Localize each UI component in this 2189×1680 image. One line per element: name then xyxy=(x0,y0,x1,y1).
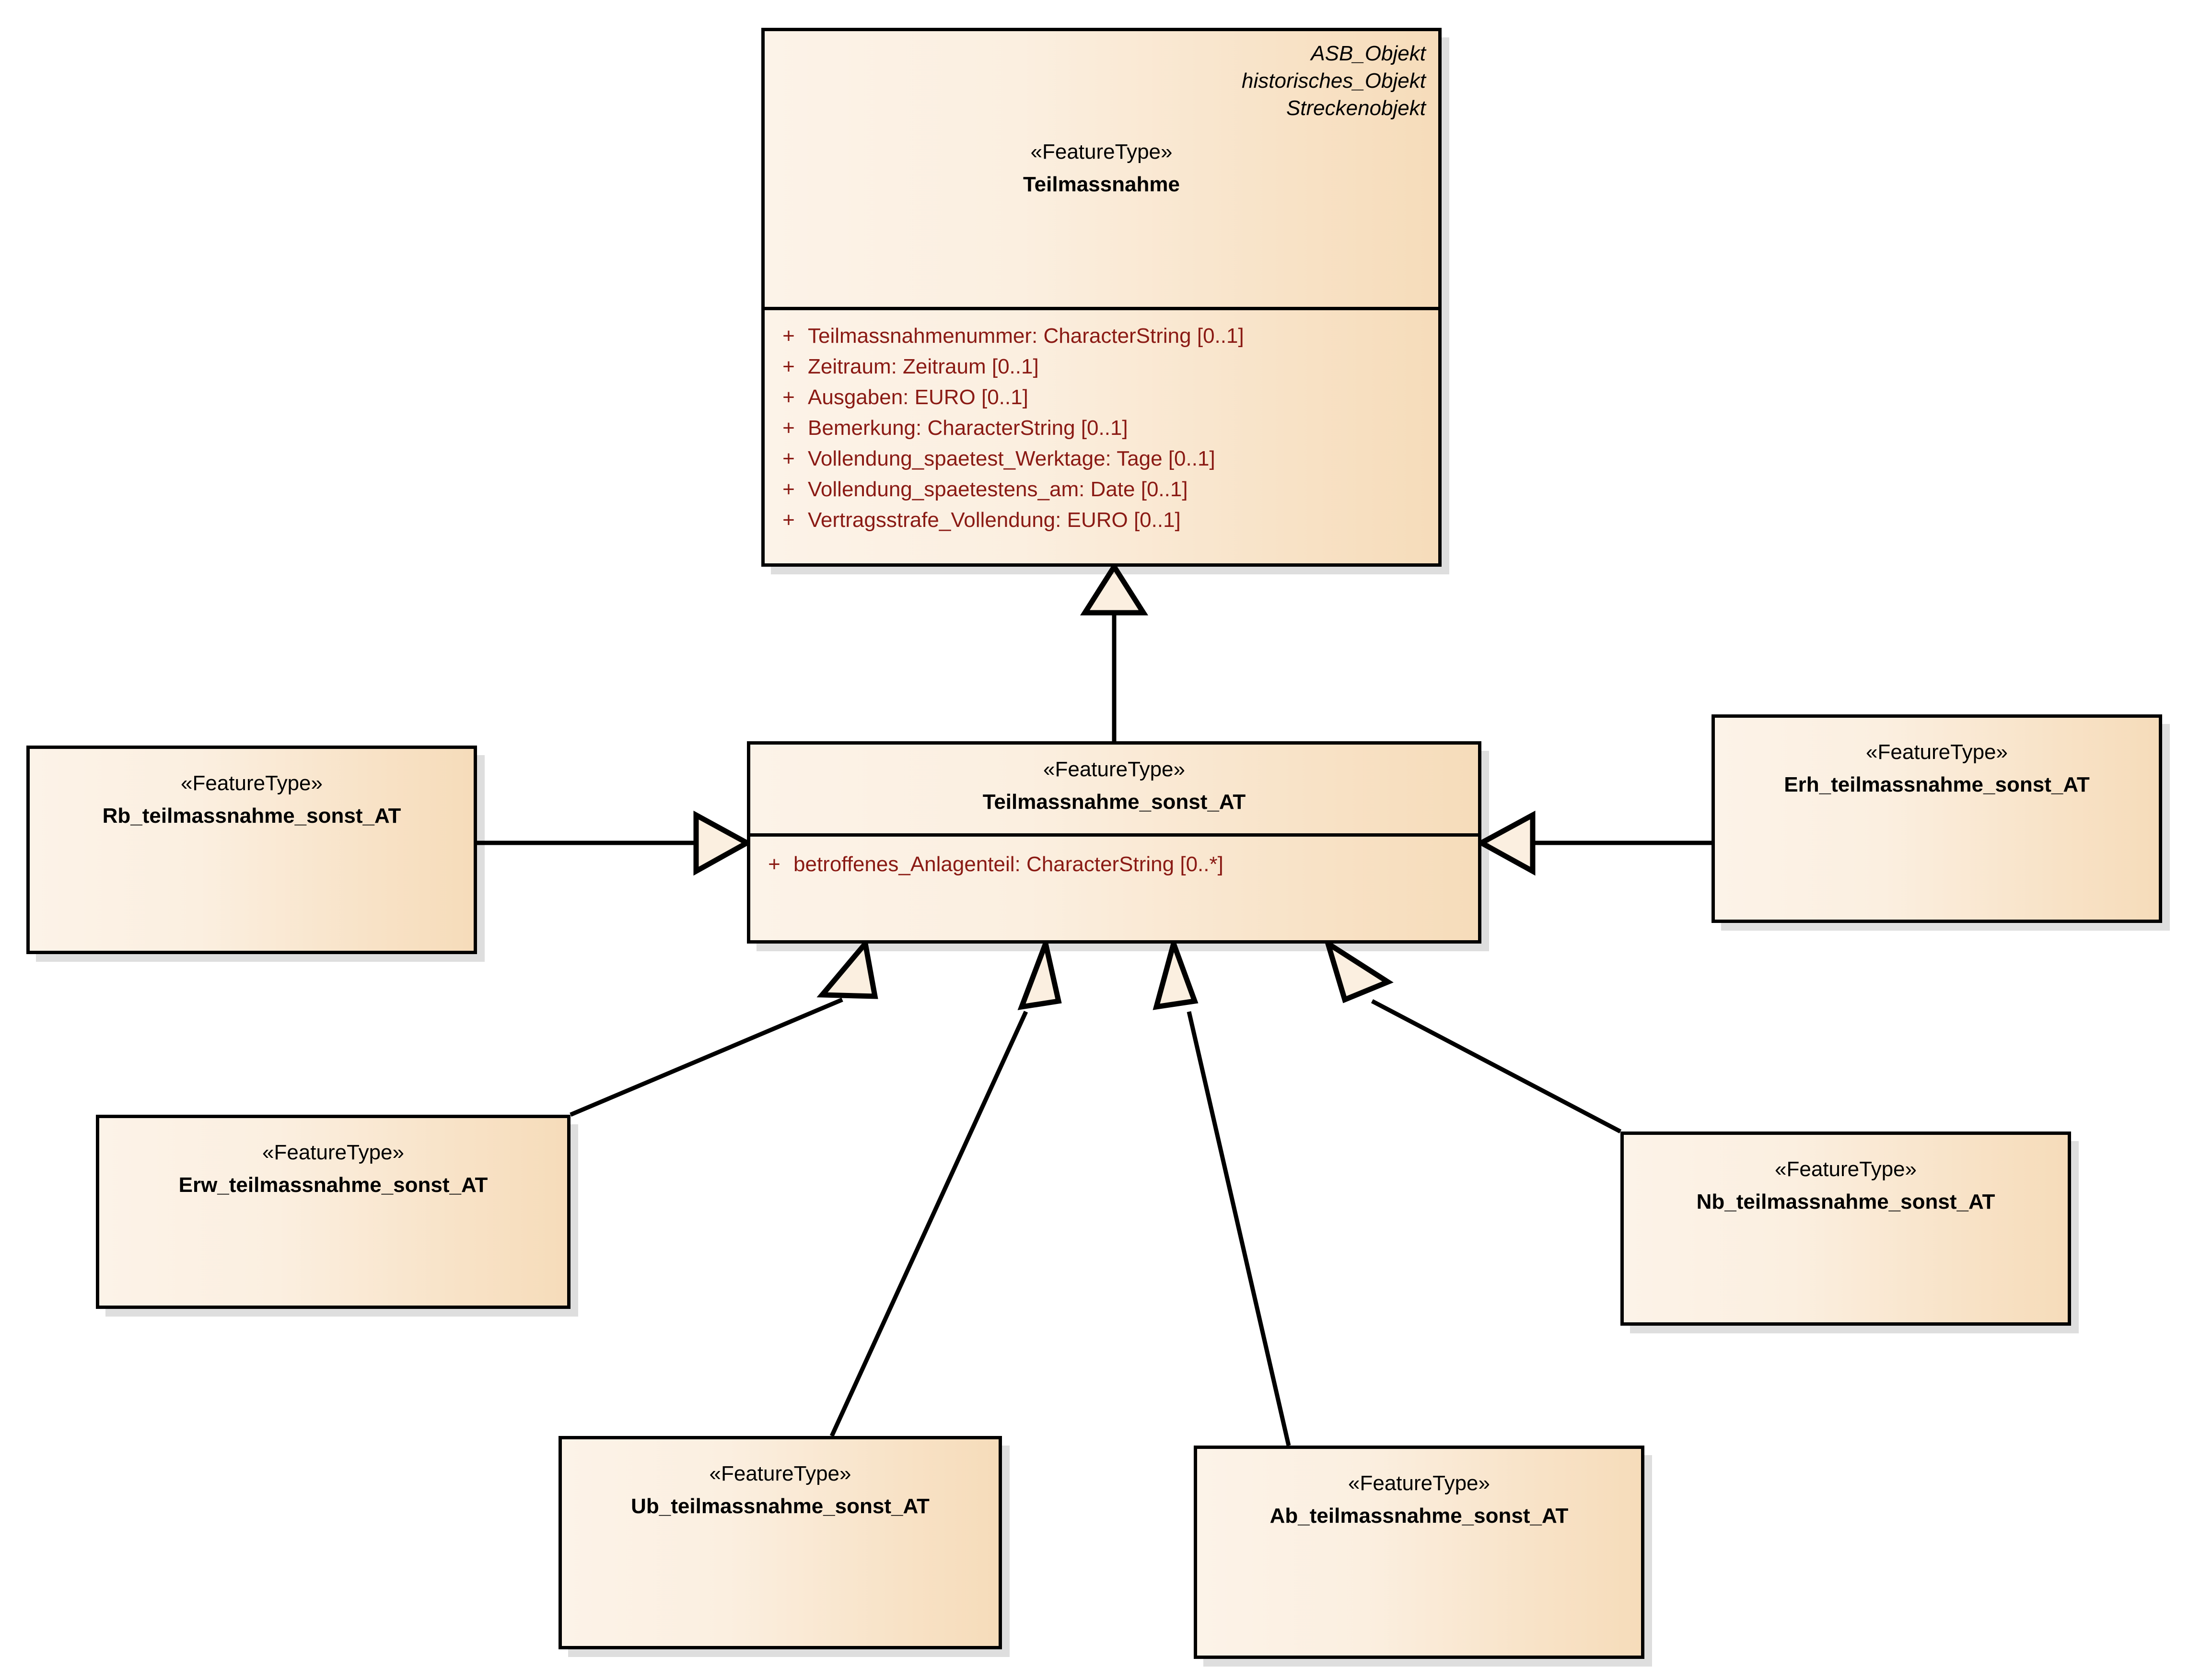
classname-erw: Erw_teilmassnahme_sonst_AT xyxy=(178,1173,488,1197)
stereotype-ab: «FeatureType» xyxy=(1348,1471,1490,1495)
classname-rb: Rb_teilmassnahme_sonst_AT xyxy=(102,804,401,828)
attribute-row[interactable]: + Vertragsstrafe_Vollendung: EURO [0..1] xyxy=(769,505,1433,536)
attribute-text: Teilmassnahmenummer: CharacterString [0.… xyxy=(808,324,1244,348)
attribute-text: Zeitraum: Zeitraum [0..1] xyxy=(808,355,1039,378)
parent-list-teilmassnahme: ASB_Objekt historisches_Objekt Streckeno… xyxy=(777,40,1426,122)
generalization-ab-to-sonstat xyxy=(1153,934,1291,1447)
attribute-row[interactable]: + Ausgaben: EURO [0..1] xyxy=(769,382,1433,413)
classname-teilmassnahme-sonst-at: Teilmassnahme_sonst_AT xyxy=(982,790,1246,814)
attribute-row[interactable]: + Zeitraum: Zeitraum [0..1] xyxy=(769,351,1433,382)
attribute-text: Bemerkung: CharacterString [0..1] xyxy=(808,416,1128,440)
attribute-row[interactable]: + Bemerkung: CharacterString [0..1] xyxy=(769,413,1433,443)
parent-streckenobjekt: Streckenobjekt xyxy=(1286,96,1426,120)
class-header-teilmassnahme: ASB_Objekt historisches_Objekt Streckeno… xyxy=(765,31,1438,310)
class-header-erh: «FeatureType» Erh_teilmassnahme_sonst_AT xyxy=(1715,718,2159,805)
stereotype-erw: «FeatureType» xyxy=(262,1141,404,1164)
stereotype-erh: «FeatureType» xyxy=(1866,740,2008,764)
generalization-erw-to-sonstat xyxy=(570,937,878,1117)
class-header-ub: «FeatureType» Ub_teilmassnahme_sonst_AT xyxy=(562,1439,999,1527)
attribute-visibility: + xyxy=(768,852,780,876)
class-header-rb: «FeatureType» Rb_teilmassnahme_sonst_AT xyxy=(30,749,474,836)
attribute-compartment-teilmassnahme-sonst-at: + betroffenes_Anlagenteil: CharacterStri… xyxy=(750,837,1478,885)
attribute-text: Vertragsstrafe_Vollendung: EURO [0..1] xyxy=(808,508,1181,532)
class-header-teilmassnahme-sonst-at: «FeatureType» Teilmassnahme_sonst_AT xyxy=(750,745,1478,837)
parent-asb-objekt: ASB_Objekt xyxy=(1311,42,1426,65)
stereotype-rb: «FeatureType» xyxy=(181,771,323,795)
attribute-text: Vollendung_spaetestens_am: Date [0..1] xyxy=(808,478,1188,501)
generalization-sonstat-to-teilmassnahme xyxy=(1080,561,1149,741)
class-header-nb: «FeatureType» Nb_teilmassnahme_sonst_AT xyxy=(1624,1135,2068,1222)
generalization-nb-to-sonstat xyxy=(1323,937,1622,1133)
generalization-erh-to-sonstat xyxy=(1476,810,1712,876)
attribute-visibility: + xyxy=(782,447,795,470)
attribute-visibility: + xyxy=(782,385,795,409)
classname-ub: Ub_teilmassnahme_sonst_AT xyxy=(631,1494,930,1518)
generalization-rb-to-sonstat xyxy=(477,810,753,876)
classname-ab: Ab_teilmassnahme_sonst_AT xyxy=(1269,1504,1569,1528)
attribute-visibility: + xyxy=(782,355,795,378)
attribute-visibility: + xyxy=(782,478,795,501)
class-ub-teilmassnahme-sonst-at[interactable]: «FeatureType» Ub_teilmassnahme_sonst_AT xyxy=(559,1436,1002,1649)
stereotype-teilmassnahme: «FeatureType» xyxy=(1030,140,1173,163)
attribute-visibility: + xyxy=(782,324,795,348)
classname-erh: Erh_teilmassnahme_sonst_AT xyxy=(1784,773,2090,796)
classname-teilmassnahme: Teilmassnahme xyxy=(1023,172,1180,196)
stereotype-ub: «FeatureType» xyxy=(709,1462,851,1485)
attribute-row[interactable]: + Vollendung_spaetest_Werktage: Tage [0.… xyxy=(769,443,1433,474)
attribute-text: Vollendung_spaetest_Werktage: Tage [0..1… xyxy=(808,447,1215,470)
attribute-compartment-teilmassnahme: + Teilmassnahmenummer: CharacterString [… xyxy=(765,310,1438,540)
attribute-visibility: + xyxy=(782,416,795,440)
class-header-ab: «FeatureType» Ab_teilmassnahme_sonst_AT xyxy=(1197,1449,1641,1536)
attribute-text: Ausgaben: EURO [0..1] xyxy=(808,385,1028,409)
attribute-row[interactable]: + Teilmassnahmenummer: CharacterString [… xyxy=(769,321,1433,351)
generalization-ub-to-sonstat xyxy=(829,934,1062,1437)
classname-nb: Nb_teilmassnahme_sonst_AT xyxy=(1696,1190,1995,1213)
attribute-visibility: + xyxy=(782,508,795,532)
attribute-row[interactable]: + betroffenes_Anlagenteil: CharacterStri… xyxy=(755,849,1473,880)
attribute-text: betroffenes_Anlagenteil: CharacterString… xyxy=(793,852,1223,876)
class-header-erw: «FeatureType» Erw_teilmassnahme_sonst_AT xyxy=(99,1118,567,1205)
class-erw-teilmassnahme-sonst-at[interactable]: «FeatureType» Erw_teilmassnahme_sonst_AT xyxy=(96,1115,571,1309)
attribute-row[interactable]: + Vollendung_spaetestens_am: Date [0..1] xyxy=(769,474,1433,505)
class-erh-teilmassnahme-sonst-at[interactable]: «FeatureType» Erh_teilmassnahme_sonst_AT xyxy=(1712,714,2162,923)
class-nb-teilmassnahme-sonst-at[interactable]: «FeatureType» Nb_teilmassnahme_sonst_AT xyxy=(1620,1132,2071,1326)
stereotype-teilmassnahme-sonst-at: «FeatureType» xyxy=(1043,758,1185,781)
class-teilmassnahme[interactable]: ASB_Objekt historisches_Objekt Streckeno… xyxy=(761,28,1442,567)
class-ab-teilmassnahme-sonst-at[interactable]: «FeatureType» Ab_teilmassnahme_sonst_AT xyxy=(1194,1446,1644,1659)
stereotype-nb: «FeatureType» xyxy=(1775,1157,1917,1181)
class-teilmassnahme-sonst-at[interactable]: «FeatureType» Teilmassnahme_sonst_AT + b… xyxy=(747,741,1481,944)
parent-historisches-objekt: historisches_Objekt xyxy=(1242,69,1426,93)
class-rb-teilmassnahme-sonst-at[interactable]: «FeatureType» Rb_teilmassnahme_sonst_AT xyxy=(26,746,477,954)
